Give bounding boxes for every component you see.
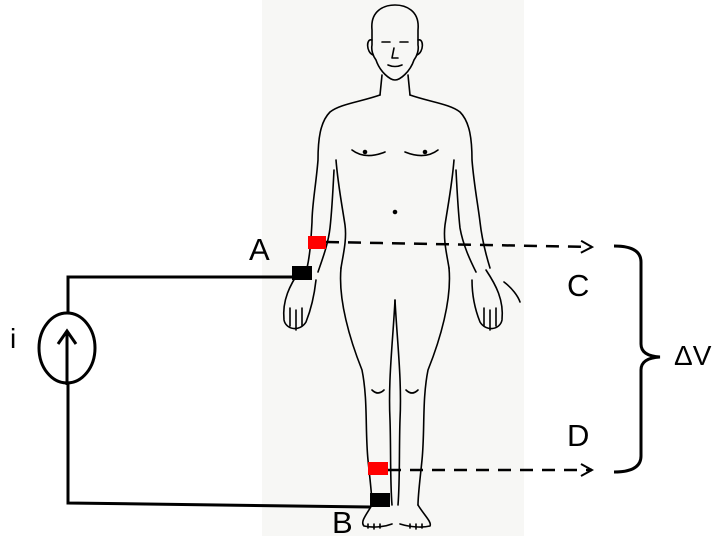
label-b: B: [332, 505, 353, 540]
current-label: i: [10, 323, 17, 354]
voltage-lead-c: [325, 242, 592, 247]
current-electrode-b: [370, 493, 390, 507]
label-a: A: [249, 232, 270, 267]
current-electrode-a: [292, 266, 312, 280]
voltage-electrode-d: [368, 462, 388, 475]
voltage-label: ΔV: [674, 340, 712, 371]
wire-to-b: [66, 383, 371, 509]
current-source-icon: [37, 311, 97, 385]
wire-to-a: [66, 275, 294, 323]
current-circuit: [66, 275, 371, 509]
label-d: D: [567, 418, 590, 453]
voltage-electrode-c: [308, 236, 326, 249]
label-c: C: [567, 268, 590, 303]
voltage-brace: [613, 244, 661, 474]
